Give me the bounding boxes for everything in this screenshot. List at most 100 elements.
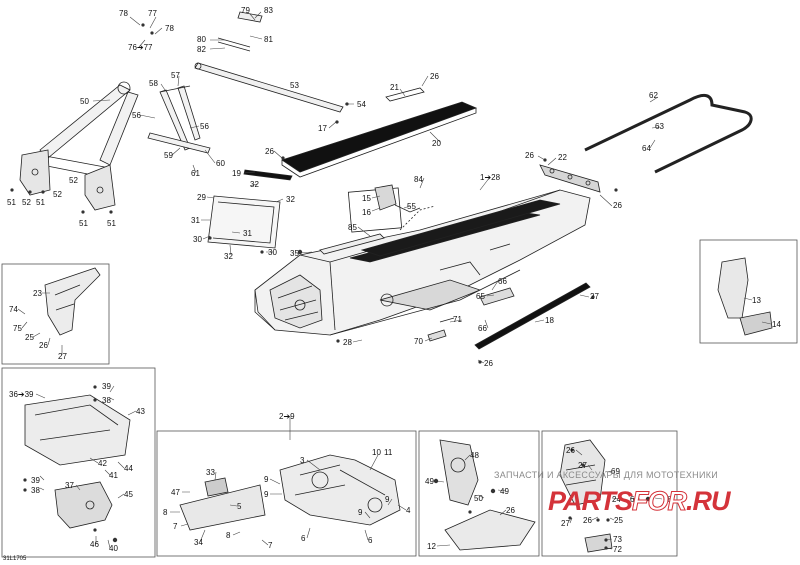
part-number-label: 27	[578, 461, 587, 470]
part-number-label: 34	[194, 538, 203, 547]
part-number-label: 79	[241, 6, 250, 15]
part-number-label: 49	[500, 487, 509, 496]
part-number-label: 65	[476, 292, 485, 301]
part-number-label: 38	[31, 486, 40, 495]
part-number-label: 9	[264, 475, 269, 484]
fasteners	[10, 23, 651, 550]
part-number-label: 69	[611, 467, 620, 476]
part-number-label: 7	[268, 541, 273, 550]
part-number-label: 22	[558, 153, 567, 162]
part-number-label: 55	[407, 202, 416, 211]
part-number-label: 51	[7, 198, 16, 207]
part-number-label: 78	[119, 9, 128, 18]
part-number-label: 15	[362, 194, 371, 203]
part-number-label: 26	[484, 359, 493, 368]
part-number-label: 45	[124, 490, 133, 499]
part-number-label: 26	[506, 506, 515, 515]
part-number-label: 50	[80, 97, 89, 106]
part-number-label: 39	[102, 382, 111, 391]
part-number-label: 18	[545, 316, 554, 325]
part-number-label: 78	[165, 24, 174, 33]
part-number-label: 1➔28	[480, 173, 501, 182]
part-number-label: 26	[566, 446, 575, 455]
part-number-label: 71	[453, 315, 462, 324]
part-number-label: 77	[148, 9, 157, 18]
part-number-label: 75	[13, 324, 22, 333]
part-number-label: 31	[191, 216, 200, 225]
part-number-label: 52	[22, 198, 31, 207]
part-number-label: 43	[136, 407, 145, 416]
inset-48-50-parts	[439, 439, 536, 551]
part-number-label: 14	[772, 320, 781, 329]
part-number-label: 59	[164, 151, 173, 160]
part-number-label: 9	[358, 508, 363, 517]
part-number-label: 72	[613, 545, 622, 554]
small-brackets-center	[427, 287, 515, 342]
part-number-label: 27	[590, 292, 599, 301]
part-number-label: 52	[69, 176, 78, 185]
part-number-label: 47	[171, 488, 180, 497]
part-number-label: 51	[36, 198, 45, 207]
part-number-label: 3	[300, 456, 305, 465]
short-bars-part	[217, 11, 263, 52]
part-number-label: 42	[98, 459, 107, 468]
tunnel-rail-part	[281, 87, 478, 178]
handle-loop-part	[584, 93, 753, 174]
part-number-label: 49	[425, 477, 434, 486]
part-number-label: 57	[171, 71, 180, 80]
part-number-label: 8	[226, 531, 231, 540]
part-number-label: 50	[474, 494, 483, 503]
part-number-label: 74	[9, 305, 18, 314]
part-number-label: 9	[264, 490, 269, 499]
part-number-label: 37	[65, 481, 74, 490]
watermark-logo-for: FOR	[632, 486, 688, 517]
part-number-label: 33	[206, 468, 215, 477]
part-number-label: 35	[290, 249, 299, 258]
part-number-label: 83	[264, 6, 273, 15]
part-number-label: 4	[406, 506, 411, 515]
part-number-label: 51	[79, 219, 88, 228]
part-number-label: 26	[265, 147, 274, 156]
watermark-logo-ru: .RU	[686, 486, 730, 516]
inset-24-73-parts	[559, 439, 613, 553]
part-number-label: 85	[348, 223, 357, 232]
inset-36-39-parts	[24, 394, 131, 529]
part-number-label: 82	[197, 45, 206, 54]
inset-frames	[1, 239, 798, 558]
part-number-label: 7	[173, 522, 178, 531]
part-number-label: 23	[33, 289, 42, 298]
part-number-label: 31	[243, 229, 252, 238]
part-number-label: 36➔39	[9, 390, 34, 399]
part-number-label: 76➔77	[128, 43, 153, 52]
part-number-label: 32	[250, 180, 259, 189]
part-number-label: 66	[478, 324, 487, 333]
watermark-logo: PARTSFOR.RU	[548, 486, 731, 517]
part-number-label: 38	[102, 396, 111, 405]
part-number-label: 56	[132, 111, 141, 120]
watermark-tagline: ЗАПЧАСТИ И АКСЕССУАРЫ ДЛЯ МОТОТЕХНИКИ	[494, 470, 719, 480]
part-number-label: 81	[264, 35, 273, 44]
part-number-label: 41	[109, 471, 118, 480]
part-number-label: 56	[200, 122, 209, 131]
part-number-label: 25	[25, 333, 34, 342]
part-number-label: 40	[109, 544, 118, 553]
inset-2-9-parts	[179, 454, 401, 531]
part-number-label: 8	[163, 508, 168, 517]
leader-lines	[17, 11, 772, 550]
bracket-15	[374, 184, 421, 213]
part-number-label: 19	[232, 169, 241, 178]
plate-85	[319, 233, 385, 255]
inset-13-14-parts	[717, 257, 773, 336]
part-number-label: 5	[237, 502, 242, 511]
part-number-label: 26	[613, 201, 622, 210]
part-number-label: 62	[649, 91, 658, 100]
part-number-label: 26	[583, 516, 592, 525]
part-number-label: 11	[384, 448, 393, 457]
part-number-label: 9	[385, 495, 390, 504]
part-number-label: 30	[268, 248, 277, 257]
part-number-label: 13	[752, 296, 761, 305]
part-number-label: 67	[630, 495, 639, 504]
long-bar-part	[194, 62, 344, 113]
part-number-label: 30	[193, 235, 202, 244]
